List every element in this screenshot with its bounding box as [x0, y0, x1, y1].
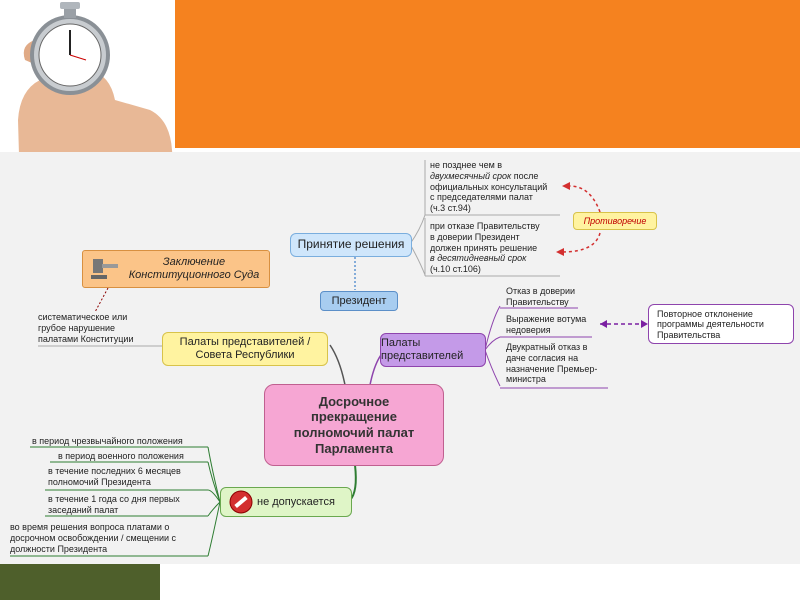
- restriction-item: во время решения вопроса платами о досро…: [10, 522, 177, 554]
- repeat-rejection-node: Повторное отклонение программы деятельно…: [648, 304, 794, 344]
- contradiction-label: Противоречие: [583, 215, 647, 226]
- president-label: Президент: [331, 294, 387, 307]
- footer-block: [0, 564, 160, 600]
- restriction-item: в течение последних 6 месяцев полномочий…: [48, 466, 181, 487]
- restriction-item: в период чрезвычайного положения: [32, 436, 183, 446]
- contradiction-node: Противоречие: [573, 212, 657, 230]
- chambers-node: Палаты представителей / Совета Республик…: [162, 332, 328, 366]
- not-allowed-node: не допускается: [220, 487, 352, 517]
- decision-node: Принятие решения: [290, 233, 412, 257]
- center-topic: Досрочное прекращение полномочий палат П…: [264, 384, 444, 466]
- conclusion-node: Заключение Конституционного Суда: [82, 250, 270, 288]
- palata-node: Палаты представителей: [380, 333, 486, 367]
- reason-item: Двукратный отказ в даче согласия на назн…: [506, 342, 598, 385]
- decision-label: Принятие решения: [297, 237, 405, 252]
- gavel-icon: [89, 257, 119, 281]
- orange-banner: [175, 0, 800, 148]
- president-node: Президент: [320, 291, 398, 311]
- reason-item: Отказ в доверии Правительству: [506, 286, 576, 307]
- restriction-item: в течение 1 года со дня первых заседаний…: [48, 494, 180, 515]
- decision-note-1: не позднее чем в двухмесячный срок после…: [430, 160, 548, 214]
- restriction-item: в период военного положения: [58, 451, 184, 461]
- decision-note-2: при отказе Правительству в доверии Прези…: [430, 221, 540, 275]
- conclusion-label: Заключение Конституционного Суда: [128, 256, 260, 281]
- reason-item: Выражение вотума недоверия: [506, 314, 587, 335]
- stopwatch-photo: [0, 0, 175, 190]
- chambers-label: Палаты представителей / Совета Республик…: [179, 336, 311, 361]
- palata-label: Палаты представителей: [381, 337, 464, 362]
- not-allowed-label: не допускается: [257, 495, 335, 508]
- repeat-rejection-label: Повторное отклонение программы деятельно…: [657, 309, 764, 340]
- center-topic-label: Досрочное прекращение полномочий палат П…: [293, 393, 415, 456]
- no-entry-icon: [229, 490, 253, 514]
- violation-text: систематическое или грубое нарушение пал…: [38, 312, 134, 344]
